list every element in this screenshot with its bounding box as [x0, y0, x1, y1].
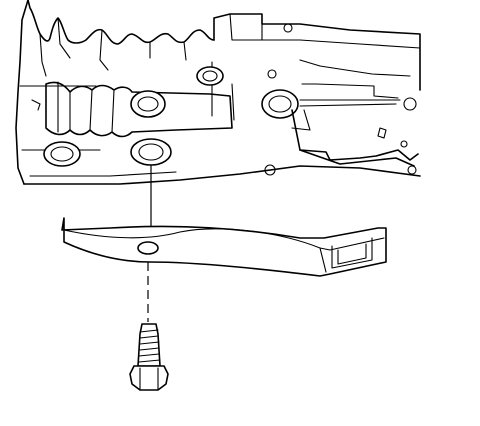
bolt	[129, 323, 169, 391]
bracket-plate	[61, 217, 387, 277]
bolt-hole-right	[261, 89, 299, 119]
locating-hole	[407, 165, 417, 175]
locating-hole	[264, 164, 276, 176]
locating-hole	[267, 69, 277, 79]
valve-body-casting	[15, 0, 421, 185]
bolt-head	[129, 365, 169, 391]
detent-spring	[291, 83, 419, 167]
locating-hole	[283, 23, 293, 33]
bolt-hole-bracket-mount	[130, 138, 172, 166]
bracket-bolt-hole	[137, 241, 159, 255]
bolt-hole-small-top	[196, 66, 224, 86]
bolt-hole-upper-mid	[130, 90, 166, 118]
locating-hole	[403, 97, 417, 111]
locating-hole	[400, 140, 408, 148]
bolt-hole-left	[43, 141, 81, 167]
